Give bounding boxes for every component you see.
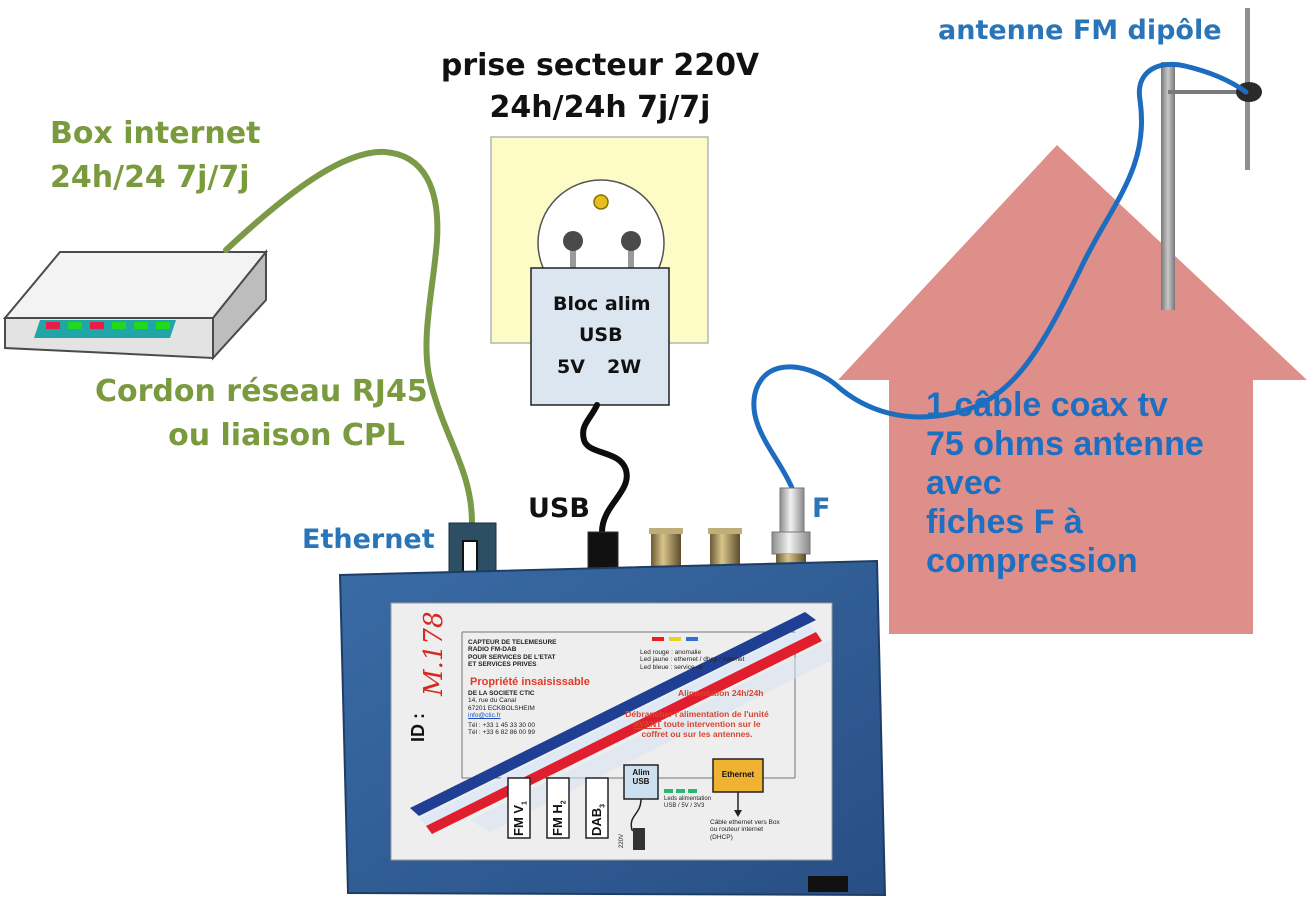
dab-port-label: DAB3: [589, 803, 607, 836]
device-header: CAPTEUR DE TELEMESURE RADIO FM-DAB POUR …: [468, 639, 557, 669]
device-id-value: M.178: [419, 611, 449, 696]
alimentation-text: Alimentation 24h/24h: [678, 688, 764, 698]
led-legend: Led rouge : anomalie Led jaune : etherne…: [640, 649, 745, 671]
coax-description: 1 câble coax tv 75 ohms antenne avec fic…: [926, 386, 1204, 580]
telephone-text: Tél : +33 1 45 33 30 00 Tél : +33 6 82 8…: [468, 722, 536, 737]
antenna-mast: [1161, 62, 1175, 310]
coax-cable: [751, 61, 1249, 491]
ethernet-label: Ethernet: [302, 524, 435, 555]
usb-label: USB: [528, 493, 590, 524]
ethernet-box-label: [712, 758, 764, 793]
leds-alim-text: Leds alimentation USB / 5V / 3V3: [664, 796, 712, 809]
fm-v-port-box: [507, 777, 531, 839]
alim-usb-text: Alim USB: [632, 768, 650, 787]
box-internet-label: Box internet 24h/24 7j/7j: [50, 116, 261, 195]
societe-text: DE LA SOCIETE CTIC 14, rue du Canal 6720…: [468, 690, 535, 720]
cordon-reseau-label: Cordon réseau RJ45 ou liaison CPL: [95, 374, 428, 453]
usb-plug: [587, 531, 619, 575]
device-id-prefix: ID :: [408, 713, 428, 742]
house-shape: [838, 145, 1307, 634]
prise-secteur-label: prise secteur 220V 24h/24h 7j/7j: [440, 48, 760, 125]
internet-box: [2, 249, 269, 361]
usb-cable: [580, 402, 630, 535]
cable-ethernet-text: Câble ethernet vers Box ou routeur inter…: [710, 819, 780, 841]
fm-v-port-label: FM V1: [511, 801, 529, 836]
antenne-fm-label: antenne FM dipôle: [938, 15, 1222, 46]
f-label: F: [812, 493, 831, 524]
fm-h-port-label: FM H2: [550, 800, 568, 836]
fm-h-port-box: [546, 777, 570, 839]
bloc-alim-text: Bloc alim USB 5V 2W: [553, 293, 651, 378]
propriete-text: Propriété insaisissable: [470, 676, 590, 688]
alim-usb-box: [623, 764, 659, 800]
f-compression-plug: [779, 487, 805, 533]
dab-port-box: [585, 777, 609, 839]
rj45-cable: [223, 148, 475, 526]
ethernet-box-text: Ethernet: [721, 770, 755, 779]
warning-text: Débrancher l'alimentation de l'unité AVA…: [625, 709, 769, 739]
v220-text: 220V: [619, 833, 625, 848]
